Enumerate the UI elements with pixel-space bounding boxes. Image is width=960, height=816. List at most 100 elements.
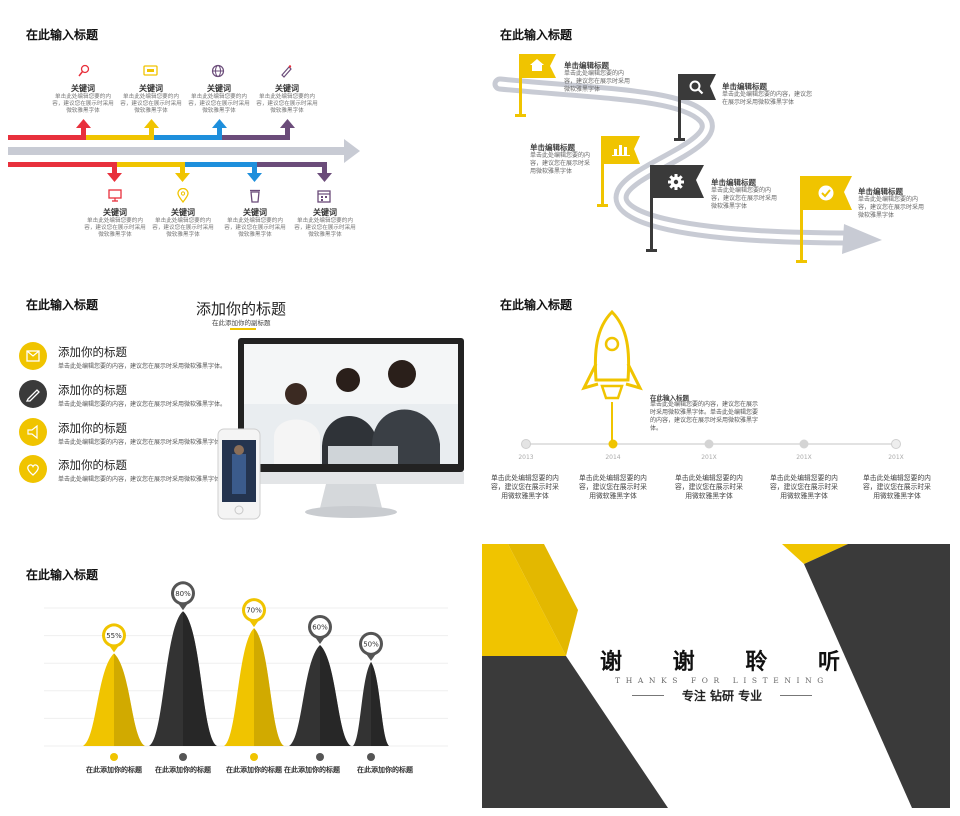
value-label: 60% bbox=[312, 623, 328, 631]
cup-icon bbox=[250, 189, 260, 203]
value-label: 80% bbox=[175, 590, 191, 598]
pen-icon bbox=[281, 65, 292, 78]
phone-image bbox=[217, 428, 261, 520]
category-label: 在此添加你的标题 bbox=[86, 765, 143, 774]
item-title: 添加你的标题 bbox=[58, 421, 127, 435]
keyword-desc: 单击此处编辑您要的内容，建议您在展示时采用微软雅黑字体 bbox=[152, 218, 214, 238]
keyword-title: 关键词 bbox=[139, 84, 163, 93]
slide-title: 在此输入标题 bbox=[500, 28, 573, 42]
pin-tail bbox=[109, 645, 119, 653]
heart-icon bbox=[19, 455, 47, 483]
bell-bar-shade bbox=[114, 653, 145, 746]
item-title: 添加你的标题 bbox=[58, 345, 127, 359]
bell-chart: 55%在此添加你的标题80%在此添加你的标题70%在此添加你的标题60%在此添加… bbox=[44, 581, 448, 774]
flag-title: 单击编辑标题 bbox=[564, 61, 609, 70]
keyword-desc: 单击此处编辑您要的内容，建议您在展示时采用微软雅黑字体 bbox=[224, 218, 286, 238]
bell-bar-shade bbox=[254, 628, 284, 746]
item-title: 添加你的标题 bbox=[58, 458, 127, 472]
item-desc: 单击此处编辑您要的内容，建议您在展示时采用微软雅黑字体。 bbox=[58, 439, 227, 446]
flag-desc: 单击此处编辑您要的内容，建议您在展示时采用微软雅黑字体 bbox=[711, 187, 778, 210]
thanks-char: 谢 bbox=[600, 649, 623, 675]
flag-title: 单击编辑标题 bbox=[858, 187, 903, 196]
subheading: 在此添加你的副标题 bbox=[212, 319, 271, 327]
calendar-icon bbox=[317, 190, 331, 203]
monitor-image bbox=[238, 338, 464, 518]
keyword-title: 关键词 bbox=[71, 84, 95, 93]
timeline-year: 201X bbox=[701, 454, 717, 461]
keyword-desc: 单击此处编辑您要的内容，建议您在展示时采用微软雅黑字体 bbox=[84, 218, 146, 238]
slide-title: 在此输入标题 bbox=[26, 568, 99, 582]
thanks-english: THANKS FOR LISTENING bbox=[615, 676, 829, 685]
timeline-year: 2013 bbox=[518, 454, 534, 461]
flag-desc: 单击此处编辑您要的内容，建议您在展示时采用微软雅黑字体 bbox=[530, 152, 591, 175]
timeline-desc: 单击此处编辑您要的内容，建议您在展示时采用微软雅黑字体 bbox=[770, 474, 838, 500]
divider-right bbox=[780, 695, 812, 696]
slide-devices[interactable]: 在此输入标题 添加你的标题 在此添加你的副标题 添加你的标题 单击此处编辑您要的… bbox=[8, 278, 478, 546]
flag-desc: 单击此处编辑您要的内容，建议您在展示时采用微软雅黑字体 bbox=[564, 70, 631, 93]
bell-bar-shade bbox=[183, 611, 217, 746]
keyword-desc: 单击此处编辑您要的内容，建议您在展示时采用微软雅黑字体 bbox=[256, 94, 318, 114]
thanks-heading: 谢 谢 聆 听 bbox=[600, 644, 840, 676]
item-title: 添加你的标题 bbox=[58, 383, 127, 397]
item-desc: 单击此处编辑您要的内容，建议您在展示时采用微软雅黑字体。 bbox=[58, 476, 227, 483]
category-dot bbox=[316, 753, 324, 761]
timeline-year: 2014 bbox=[605, 454, 621, 461]
pencil-icon bbox=[19, 380, 47, 408]
timeline-desc: 单击此处编辑您要的内容，建议您在展示时采用微软雅黑字体 bbox=[579, 474, 647, 500]
slide-thanks[interactable]: 谢 谢 聆 听 THANKS FOR LISTENING 专注 钻研 专业 bbox=[482, 544, 950, 808]
arrow-lines-graphic bbox=[8, 119, 360, 182]
timeline-desc: 单击此处编辑您要的内容，建议您在展示时采用微软雅黑字体 bbox=[675, 474, 743, 500]
timeline-year: 201X bbox=[796, 454, 812, 461]
tagline: 专注 钻研 专业 bbox=[681, 689, 763, 703]
keyword-title: 关键词 bbox=[275, 84, 299, 93]
timeline-year: 201X bbox=[888, 454, 904, 461]
globe-icon bbox=[211, 64, 225, 78]
rocket-icon bbox=[581, 309, 643, 442]
slide-title: 在此输入标题 bbox=[26, 298, 99, 312]
slide-title: 在此输入标题 bbox=[500, 298, 573, 312]
bell-bar-shade bbox=[320, 644, 351, 746]
category-label: 在此添加你的标题 bbox=[284, 765, 341, 774]
screen-icon bbox=[143, 65, 158, 76]
slide-flags-road[interactable]: 在此输入标题 单击编辑标题 单击此处编辑您要的内容，建议您在展示时采用微软雅黑字… bbox=[482, 8, 952, 276]
mail-icon bbox=[19, 342, 47, 370]
callout-desc: 单击此处编辑您要的内容，建议您在展示时采用微软雅黑字体。单击此处编辑您要的内容，… bbox=[650, 401, 759, 432]
value-label: 70% bbox=[246, 607, 262, 615]
callout-title: 在此输入标题 bbox=[650, 394, 689, 402]
pin-center bbox=[105, 626, 123, 645]
timeline-desc: 单击此处编辑您要的内容，建议您在展示时采用微软雅黑字体 bbox=[863, 474, 931, 500]
category-dot bbox=[110, 753, 118, 761]
category-label: 在此添加你的标题 bbox=[155, 765, 212, 774]
slide-rocket-timeline[interactable]: 在此输入标题 在此输入标题 单击此处编辑您要的内容，建议您在展示时采用微软雅黑字… bbox=[482, 278, 952, 546]
category-dot bbox=[367, 753, 375, 761]
flag-title: 单击编辑标题 bbox=[722, 82, 767, 91]
pin-tail bbox=[366, 653, 376, 661]
keyword-title: 关键词 bbox=[243, 208, 267, 217]
heading-underline bbox=[230, 328, 256, 330]
flag-title: 单击编辑标题 bbox=[530, 143, 575, 152]
pin-tail bbox=[315, 636, 325, 644]
speaker-icon bbox=[19, 418, 47, 446]
pin-center bbox=[362, 634, 380, 653]
keyword-desc: 单击此处编辑您要的内容，建议您在展示时采用微软雅黑字体 bbox=[188, 94, 250, 114]
timeline-line bbox=[521, 439, 901, 449]
thanks-char: 听 bbox=[817, 649, 840, 675]
chart-icon bbox=[612, 145, 630, 156]
gear-icon bbox=[668, 174, 684, 190]
flag-desc: 单击此处编辑您要的内容，建议您在展示时采用微软雅黑字体 bbox=[858, 196, 925, 219]
slide-title: 在此输入标题 bbox=[26, 28, 99, 42]
thanks-char: 谢 bbox=[672, 649, 695, 675]
value-label: 50% bbox=[363, 640, 379, 648]
location-icon bbox=[177, 188, 189, 203]
background-shapes bbox=[482, 544, 950, 808]
slide-keywords-arrows[interactable]: 在此输入标题 关键词 单击此处编辑您要的内容，建议您在展示时采用微软雅黑字体 bbox=[8, 8, 478, 276]
search-icon bbox=[689, 80, 704, 95]
keyword-title: 关键词 bbox=[207, 84, 231, 93]
pin-tail bbox=[178, 603, 188, 611]
category-dot bbox=[179, 753, 187, 761]
bell-bar-shade bbox=[371, 661, 389, 746]
timeline-desc: 单击此处编辑您要的内容，建议您在展示时采用微软雅黑字体 bbox=[491, 474, 559, 500]
heading: 添加你的标题 bbox=[196, 300, 287, 318]
computer-icon bbox=[108, 189, 122, 202]
